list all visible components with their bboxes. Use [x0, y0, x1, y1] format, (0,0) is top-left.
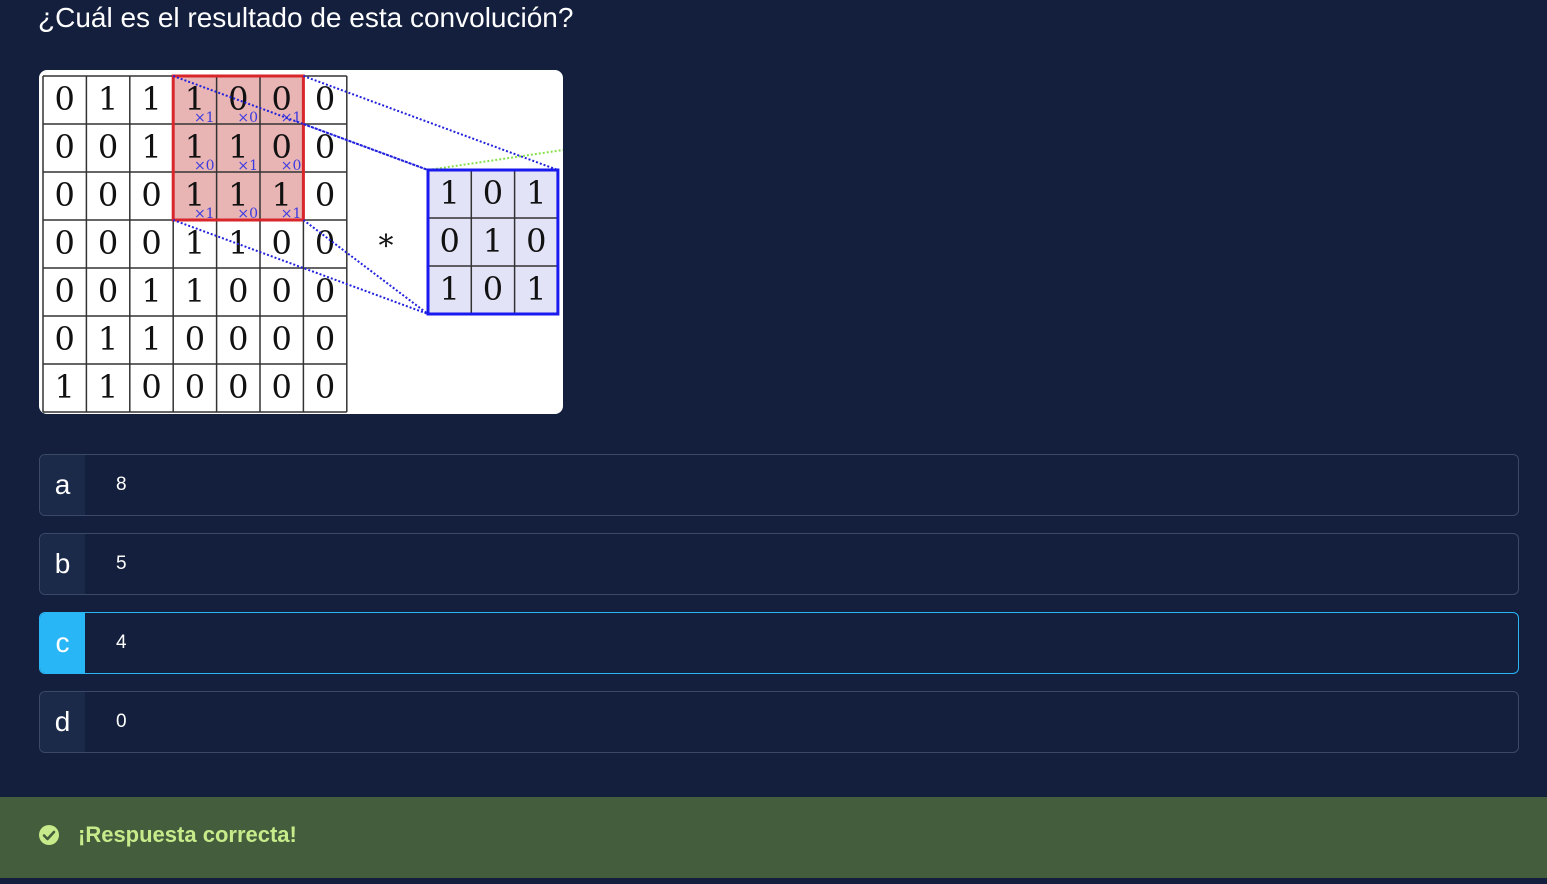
- kernel-weight-label: ×1: [194, 206, 215, 222]
- kernel-weight-label: ×1: [237, 158, 258, 174]
- green-guide-line: [427, 149, 563, 171]
- input-cell-value: 1: [55, 368, 75, 406]
- option-a[interactable]: a 8: [39, 454, 1519, 516]
- input-cell-value: 0: [315, 128, 335, 166]
- bottom-strip: [0, 878, 1547, 884]
- kernel-weight-label: ×1: [281, 206, 302, 222]
- input-cell-value: 1: [228, 176, 248, 214]
- input-cell-value: 0: [272, 272, 292, 310]
- highlight-border: [171, 74, 305, 222]
- input-cell-value: 1: [141, 80, 161, 118]
- input-cell-value: 1: [185, 176, 205, 214]
- answer-options: a 8 b 5 c 4 d 0: [39, 454, 1519, 770]
- question-title: ¿Cuál es el resultado de esta convolució…: [38, 2, 574, 33]
- input-cell-value: 0: [141, 176, 161, 214]
- input-cell-value: 0: [315, 176, 335, 214]
- option-c[interactable]: c 4: [39, 612, 1519, 674]
- kernel-weight-label: ×1: [281, 110, 302, 126]
- input-cell-value: 0: [55, 128, 75, 166]
- kernel-weight-label: ×0: [237, 110, 258, 126]
- input-cell-value: 0: [98, 224, 118, 262]
- feedback-banner: ¡Respuesta correcta!: [0, 797, 1547, 878]
- input-cell-value: 0: [228, 272, 248, 310]
- convolution-operator: *: [379, 229, 394, 264]
- input-cell-value: 0: [141, 224, 161, 262]
- guide-line: [172, 219, 429, 315]
- input-cell-value: 0: [272, 80, 292, 118]
- input-cell-value: 0: [185, 320, 205, 358]
- kernel-cell-value: 1: [439, 270, 459, 308]
- input-cell-value: 0: [55, 272, 75, 310]
- guide-line: [172, 75, 429, 171]
- input-cell-value: 0: [272, 368, 292, 406]
- option-text: 8: [116, 474, 127, 495]
- input-cell-value: 0: [272, 320, 292, 358]
- kernel-cell-value: 0: [439, 222, 459, 260]
- input-cell-value: 1: [272, 176, 292, 214]
- input-cell-value: 0: [272, 224, 292, 262]
- input-cell-value: 1: [98, 80, 118, 118]
- option-letter: a: [40, 455, 85, 515]
- option-text: 5: [116, 553, 127, 574]
- option-text: 4: [116, 632, 127, 653]
- input-cell-value: 1: [141, 128, 161, 166]
- kernel-border: [426, 168, 560, 316]
- input-cell-value: 0: [185, 368, 205, 406]
- input-cell-value: 1: [185, 80, 205, 118]
- input-cell-value: 0: [228, 368, 248, 406]
- input-cell-value: 0: [315, 80, 335, 118]
- input-cell-value: 1: [185, 128, 205, 166]
- kernel-weight-label: ×1: [194, 110, 215, 126]
- input-cell-value: 1: [185, 272, 205, 310]
- input-cell-value: 0: [55, 176, 75, 214]
- kernel-weight-label: ×0: [281, 158, 302, 174]
- option-letter: b: [40, 534, 85, 594]
- option-d[interactable]: d 0: [39, 691, 1519, 753]
- input-cell-value: 0: [228, 320, 248, 358]
- guide-line: [303, 75, 559, 171]
- option-text: 0: [116, 711, 127, 732]
- kernel-cell-value: 1: [439, 174, 459, 212]
- option-letter: d: [40, 692, 85, 752]
- input-cell-value: 1: [141, 320, 161, 358]
- feedback-message: ¡Respuesta correcta!: [78, 822, 297, 847]
- check-circle-icon: [39, 825, 59, 845]
- kernel-cell-value: 1: [483, 222, 503, 260]
- input-cell-value: 1: [98, 368, 118, 406]
- input-cell-value: 0: [315, 272, 335, 310]
- input-cell-value: 1: [141, 272, 161, 310]
- option-b[interactable]: b 5: [39, 533, 1519, 595]
- input-cell-value: 0: [315, 368, 335, 406]
- input-cell-value: 0: [315, 320, 335, 358]
- kernel-background: [428, 170, 558, 314]
- kernel-cell-value: 1: [526, 270, 546, 308]
- input-cell-value: 0: [98, 128, 118, 166]
- input-cell-value: 0: [55, 80, 75, 118]
- input-cell-value: 1: [185, 224, 205, 262]
- input-cell-value: 0: [98, 272, 118, 310]
- kernel-weight-label: ×0: [194, 158, 215, 174]
- kernel-weight-label: ×0: [237, 206, 258, 222]
- input-cell-value: 1: [98, 320, 118, 358]
- input-cell-value: 1: [228, 128, 248, 166]
- input-cell-value: 0: [315, 224, 335, 262]
- kernel-cell-value: 0: [483, 174, 503, 212]
- input-cell-value: 0: [55, 224, 75, 262]
- input-cell-value: 0: [141, 368, 161, 406]
- kernel-cell-value: 1: [526, 174, 546, 212]
- input-cell-value: 0: [272, 128, 292, 166]
- option-letter: c: [40, 613, 85, 673]
- input-cell-value: 0: [55, 320, 75, 358]
- kernel-cell-value: 0: [483, 270, 503, 308]
- input-cell-value: 0: [98, 176, 118, 214]
- kernel-cell-value: 0: [526, 222, 546, 260]
